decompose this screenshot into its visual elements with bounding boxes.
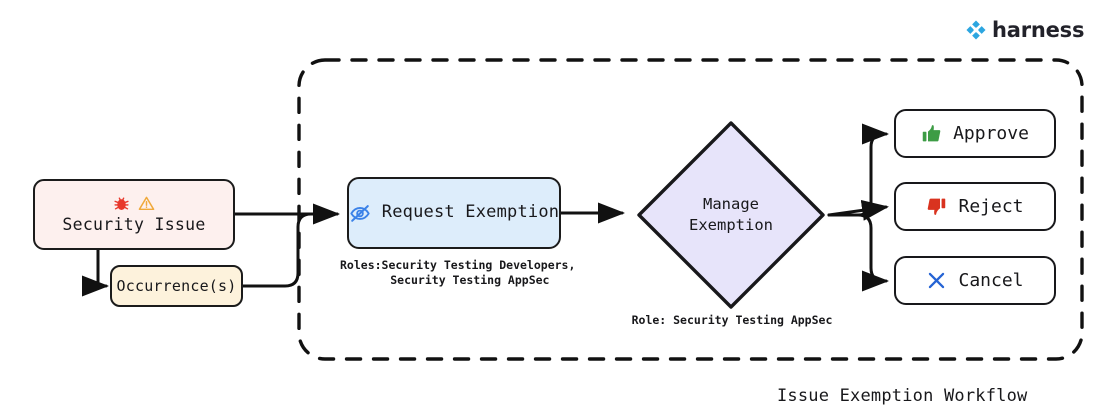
action-cancel-label: Cancel [958,270,1024,291]
thumbs-up-icon [921,123,942,144]
brand-name: harness [992,18,1085,42]
edge-security-to-occurrence [82,248,109,297]
occurrences-label: Occurrence(s) [116,276,237,295]
node-request-exemption[interactable]: Request Exemption [347,177,561,249]
node-manage-exemption[interactable]: Manage Exemption [633,117,829,313]
diamond-shape [637,121,825,309]
security-issue-icons [113,194,155,214]
action-cancel-button[interactable]: Cancel [894,256,1056,305]
action-approve-button[interactable]: Approve [894,109,1056,158]
request-exemption-label: Request Exemption [381,202,560,223]
edge-manage-to-cancel [827,213,889,292]
node-security-issue[interactable]: Security Issue [33,179,235,250]
warning-triangle-icon [138,195,155,212]
edge-manage-to-approve [827,123,889,217]
manage-exemption-role-caption: Role: Security Testing AppSec [631,313,833,327]
harness-brand: harness [965,18,1084,42]
security-issue-label: Security Issue [62,214,206,234]
eye-slash-icon [349,202,371,224]
manage-exemption-label: Manage Exemption [689,195,773,234]
x-cross-icon [926,270,947,291]
node-occurrences[interactable]: Occurrence(s) [110,265,243,307]
action-reject-button[interactable]: Reject [894,182,1056,231]
harness-logo-icon [965,19,987,41]
action-approve-label: Approve [953,123,1029,144]
bug-icon [113,195,130,212]
action-reject-label: Reject [958,196,1024,217]
thumbs-down-icon [926,196,947,217]
workflow-container-border [297,58,1084,361]
request-exemption-roles-caption: Roles:Security Testing Developers, Secur… [340,258,576,287]
workflow-title: Issue Exemption Workflow [777,386,1028,406]
edge-occurrence-to-request [241,203,340,288]
